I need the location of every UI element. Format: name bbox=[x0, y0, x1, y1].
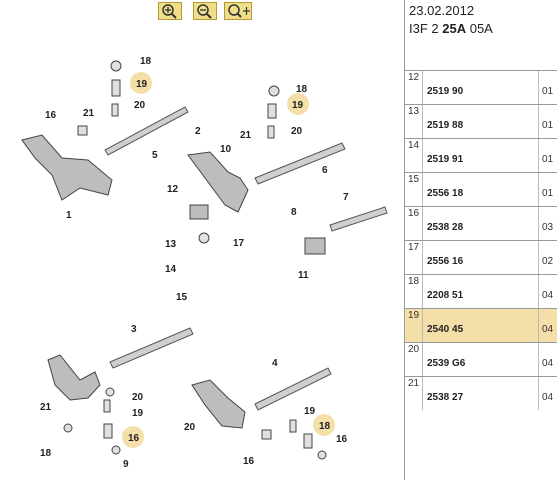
highlight-19-b bbox=[287, 93, 309, 115]
row-index: 17 bbox=[408, 242, 420, 253]
svg-text:9: 9 bbox=[123, 459, 129, 470]
svg-text:21: 21 bbox=[40, 402, 52, 413]
row-part-number[interactable]: 2538 28 bbox=[427, 222, 464, 233]
shift-rods bbox=[104, 106, 388, 411]
row-part-number[interactable]: 2556 16 bbox=[427, 256, 464, 267]
svg-text:11: 11 bbox=[298, 270, 309, 281]
svg-text:7: 7 bbox=[343, 192, 349, 203]
row-part-number[interactable]: 2519 88 bbox=[427, 120, 464, 131]
zoom-fit-button[interactable] bbox=[224, 2, 252, 20]
svg-text:3: 3 bbox=[131, 324, 137, 335]
row-quantity: 01 bbox=[542, 154, 554, 165]
row-quantity: 01 bbox=[542, 188, 554, 199]
row-index: 14 bbox=[408, 140, 420, 151]
row-part-number[interactable]: 2556 18 bbox=[427, 188, 464, 199]
svg-text:18: 18 bbox=[319, 421, 331, 432]
svg-text:2: 2 bbox=[195, 126, 201, 137]
row-index: 19 bbox=[408, 310, 420, 321]
parts-row[interactable]: 13 2519 88 01 bbox=[405, 104, 557, 138]
row-part-number[interactable]: 2538 27 bbox=[427, 392, 464, 403]
exploded-parts-diagram: 18 19 16 21 20 5 1 2 18 19 21 20 10 6 12… bbox=[21, 2, 388, 470]
zoom-out-button[interactable] bbox=[193, 2, 217, 20]
svg-text:17: 17 bbox=[233, 238, 245, 249]
svg-text:19: 19 bbox=[132, 408, 144, 419]
svg-text:21: 21 bbox=[83, 108, 95, 119]
row-index: 13 bbox=[408, 106, 420, 117]
svg-text:16: 16 bbox=[45, 110, 57, 121]
svg-text:8: 8 bbox=[291, 207, 297, 218]
row-index: 12 bbox=[408, 72, 420, 83]
parts-row[interactable]: 16 2538 28 03 bbox=[405, 206, 557, 240]
row-quantity: 04 bbox=[542, 290, 554, 301]
ref-bold: 25A bbox=[442, 21, 467, 36]
svg-text:16: 16 bbox=[336, 434, 348, 445]
diagram-canvas: 18 19 16 21 20 5 1 2 18 19 21 20 10 6 12… bbox=[21, 56, 388, 470]
svg-text:18: 18 bbox=[40, 448, 52, 459]
svg-text:18: 18 bbox=[296, 84, 308, 95]
parts-row-selected[interactable]: 19 2540 45 04 bbox=[405, 308, 557, 342]
svg-text:20: 20 bbox=[291, 126, 303, 137]
row-quantity: 02 bbox=[542, 256, 554, 267]
parts-table: 12 2519 90 01 13 2519 88 01 14 2519 91 01 15 25… bbox=[405, 70, 557, 410]
parts-list-panel: 23.02.2012 I3F 2 25A 05A 12 2519 90 01 13 2… bbox=[404, 0, 557, 480]
svg-text:14: 14 bbox=[165, 264, 177, 275]
row-quantity: 04 bbox=[542, 324, 554, 335]
ref-prefix: I3F 2 bbox=[409, 21, 443, 36]
callout-16-bottom: 16 bbox=[243, 456, 255, 467]
svg-text:4: 4 bbox=[272, 358, 278, 369]
svg-text:12: 12 bbox=[167, 184, 179, 195]
row-quantity: 01 bbox=[542, 120, 554, 131]
zoom-out-icon bbox=[197, 4, 212, 19]
parts-row[interactable]: 14 2519 91 01 bbox=[405, 138, 557, 172]
highlight-19-a bbox=[130, 72, 152, 94]
shift-forks bbox=[21, 134, 326, 429]
row-part-number[interactable]: 2539 G6 bbox=[427, 358, 466, 369]
zoom-in-icon bbox=[162, 4, 177, 19]
row-index: 21 bbox=[408, 378, 420, 389]
svg-text:19: 19 bbox=[136, 79, 148, 90]
svg-text:20: 20 bbox=[184, 422, 196, 433]
svg-text:19: 19 bbox=[292, 100, 304, 111]
svg-text:5: 5 bbox=[152, 150, 158, 161]
row-part-number[interactable]: 2208 51 bbox=[427, 290, 464, 301]
row-index: 20 bbox=[408, 344, 420, 355]
row-part-number[interactable]: 2519 90 bbox=[427, 86, 464, 97]
callout-labels: 18 19 16 21 20 5 1 2 18 19 21 20 10 6 12… bbox=[40, 56, 349, 470]
parts-row[interactable]: 15 2556 18 01 bbox=[405, 172, 557, 206]
svg-text:18: 18 bbox=[140, 56, 152, 67]
svg-text:20: 20 bbox=[132, 392, 144, 403]
parts-row[interactable]: 12 2519 90 01 bbox=[405, 70, 557, 104]
row-index: 16 bbox=[408, 208, 420, 219]
row-index: 18 bbox=[408, 276, 420, 287]
svg-text:10: 10 bbox=[220, 144, 232, 155]
row-quantity: 01 bbox=[542, 86, 554, 97]
zoom-in-button[interactable] bbox=[158, 2, 182, 20]
parts-row[interactable]: 17 2556 16 02 bbox=[405, 240, 557, 274]
svg-text:6: 6 bbox=[322, 165, 328, 176]
svg-text:21: 21 bbox=[240, 130, 252, 141]
parts-row[interactable]: 21 2538 27 04 bbox=[405, 376, 557, 410]
parts-row[interactable]: 18 2208 51 04 bbox=[405, 274, 557, 308]
row-quantity: 03 bbox=[542, 222, 554, 233]
row-index: 15 bbox=[408, 174, 420, 185]
row-quantity: 04 bbox=[542, 358, 554, 369]
svg-text:19: 19 bbox=[304, 406, 316, 417]
highlight-19-c bbox=[122, 426, 144, 448]
catalog-reference: I3F 2 25A 05A bbox=[409, 21, 493, 36]
svg-text:15: 15 bbox=[176, 292, 188, 303]
svg-text:13: 13 bbox=[165, 239, 177, 250]
svg-text:1: 1 bbox=[66, 210, 72, 221]
parts-row[interactable]: 20 2539 G6 04 bbox=[405, 342, 557, 376]
small-parts bbox=[63, 60, 327, 460]
svg-text:20: 20 bbox=[134, 100, 146, 111]
zoom-fit-icon bbox=[228, 4, 250, 18]
row-part-number[interactable]: 2540 45 bbox=[427, 324, 464, 335]
row-quantity: 04 bbox=[542, 392, 554, 403]
ref-suffix: 05A bbox=[466, 21, 493, 36]
highlight-19-d bbox=[313, 414, 335, 436]
catalog-date: 23.02.2012 bbox=[409, 3, 475, 18]
svg-text:16: 16 bbox=[128, 433, 140, 444]
row-part-number[interactable]: 2519 91 bbox=[427, 154, 464, 165]
